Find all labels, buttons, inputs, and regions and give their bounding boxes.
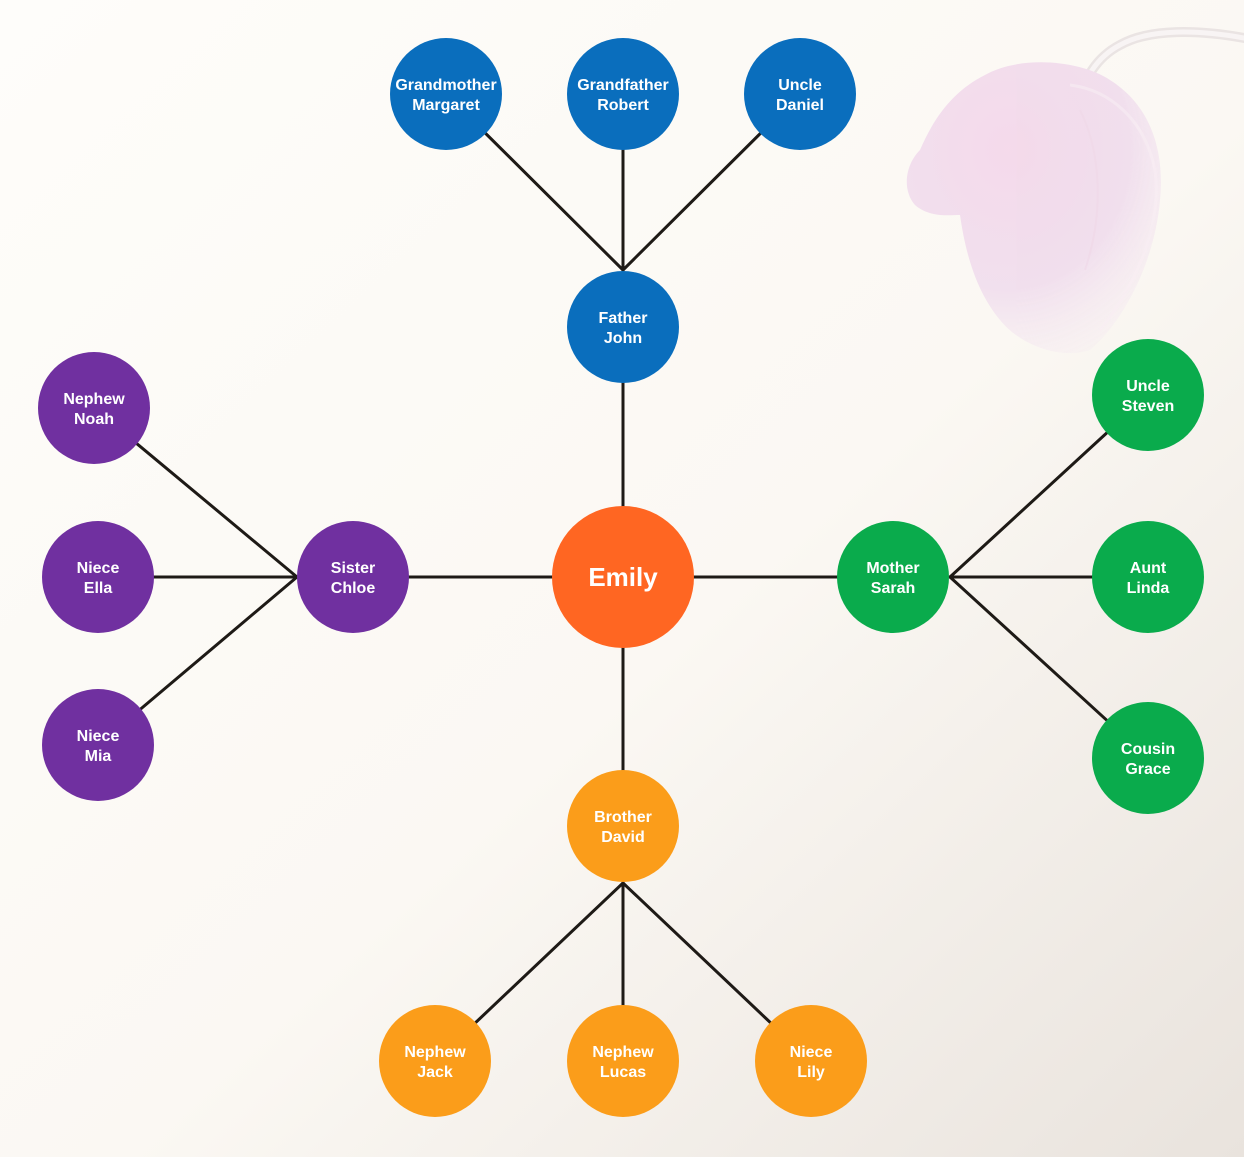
node-label-nephew-jack-1: Nephew bbox=[404, 1044, 466, 1061]
node-circle-emily bbox=[552, 506, 694, 648]
node-label-sister-2: Chloe bbox=[331, 580, 376, 597]
node-circle-sister bbox=[297, 521, 409, 633]
node-label-nephew-jack-2: Jack bbox=[417, 1064, 453, 1081]
link-father-grandmother bbox=[484, 132, 625, 272]
node-label-mother-1: Mother bbox=[866, 560, 919, 577]
node-label-grandfather-2: Robert bbox=[597, 97, 649, 114]
node-label-cousin-grace-1: Cousin bbox=[1121, 741, 1175, 758]
node-label-grandmother-2: Margaret bbox=[412, 97, 480, 114]
link-sister-niece-mia bbox=[139, 575, 299, 711]
connector-lines bbox=[135, 132, 1109, 1024]
node-label-uncle-steven-1: Uncle bbox=[1126, 378, 1170, 395]
node-circle-nephew-lucas bbox=[567, 1005, 679, 1117]
node-circle-nephew-jack bbox=[379, 1005, 491, 1117]
pink-flower-image bbox=[906, 27, 1244, 354]
node-circle-niece-lily bbox=[755, 1005, 867, 1117]
node-label-nephew-lucas-2: Lucas bbox=[600, 1064, 646, 1081]
node-label-nephew-noah-2: Noah bbox=[74, 411, 114, 428]
node-label-grandmother-1: Grandmother bbox=[395, 77, 496, 94]
node-label-niece-lily-1: Niece bbox=[790, 1044, 833, 1061]
node-label-niece-ella-2: Ella bbox=[84, 580, 113, 597]
node-circle-uncle-steven bbox=[1092, 339, 1204, 451]
link-mother-cousin-grace bbox=[948, 575, 1109, 722]
node-label-nephew-lucas-1: Nephew bbox=[592, 1044, 654, 1061]
node-label-emily-1: Emily bbox=[588, 562, 658, 592]
node-circle-uncle-daniel bbox=[744, 38, 856, 150]
node-circle-cousin-grace bbox=[1092, 702, 1204, 814]
node-label-nephew-noah-1: Nephew bbox=[63, 391, 125, 408]
node-label-aunt-linda-2: Linda bbox=[1127, 580, 1170, 597]
link-mother-uncle-steven bbox=[948, 431, 1109, 579]
node-label-grandfather-1: Grandfather bbox=[577, 77, 669, 94]
node-label-brother-2: David bbox=[601, 829, 645, 846]
node-circle-aunt-linda bbox=[1092, 521, 1204, 633]
node-label-sister-1: Sister bbox=[331, 560, 375, 577]
link-brother-nephew-jack bbox=[474, 881, 625, 1024]
node-label-aunt-linda-1: Aunt bbox=[1130, 560, 1167, 577]
node-label-brother-1: Brother bbox=[594, 809, 652, 826]
node-label-uncle-daniel-2: Daniel bbox=[776, 97, 824, 114]
node-circle-niece-ella bbox=[42, 521, 154, 633]
node-label-father-2: John bbox=[604, 330, 642, 347]
node-label-niece-mia-2: Mia bbox=[85, 748, 112, 765]
node-label-uncle-steven-2: Steven bbox=[1122, 398, 1174, 415]
node-label-father-1: Father bbox=[599, 310, 648, 327]
node-label-niece-mia-1: Niece bbox=[77, 728, 120, 745]
node-emily: Emily bbox=[552, 506, 694, 648]
node-circle-niece-mia bbox=[42, 689, 154, 801]
node-circle-grandmother bbox=[390, 38, 502, 150]
link-father-uncle-daniel bbox=[621, 132, 762, 272]
node-label-niece-lily-2: Lily bbox=[797, 1064, 825, 1081]
node-circle-grandfather bbox=[567, 38, 679, 150]
node-circle-father bbox=[567, 271, 679, 383]
link-brother-niece-lily bbox=[621, 881, 772, 1024]
node-label-niece-ella-1: Niece bbox=[77, 560, 120, 577]
node-circle-brother bbox=[567, 770, 679, 882]
node-circle-mother bbox=[837, 521, 949, 633]
node-circle-nephew-noah bbox=[38, 352, 150, 464]
node-label-uncle-daniel-1: Uncle bbox=[778, 77, 822, 94]
node-label-mother-2: Sarah bbox=[871, 580, 915, 597]
link-sister-nephew-noah bbox=[135, 442, 299, 579]
node-label-cousin-grace-2: Grace bbox=[1125, 761, 1170, 778]
